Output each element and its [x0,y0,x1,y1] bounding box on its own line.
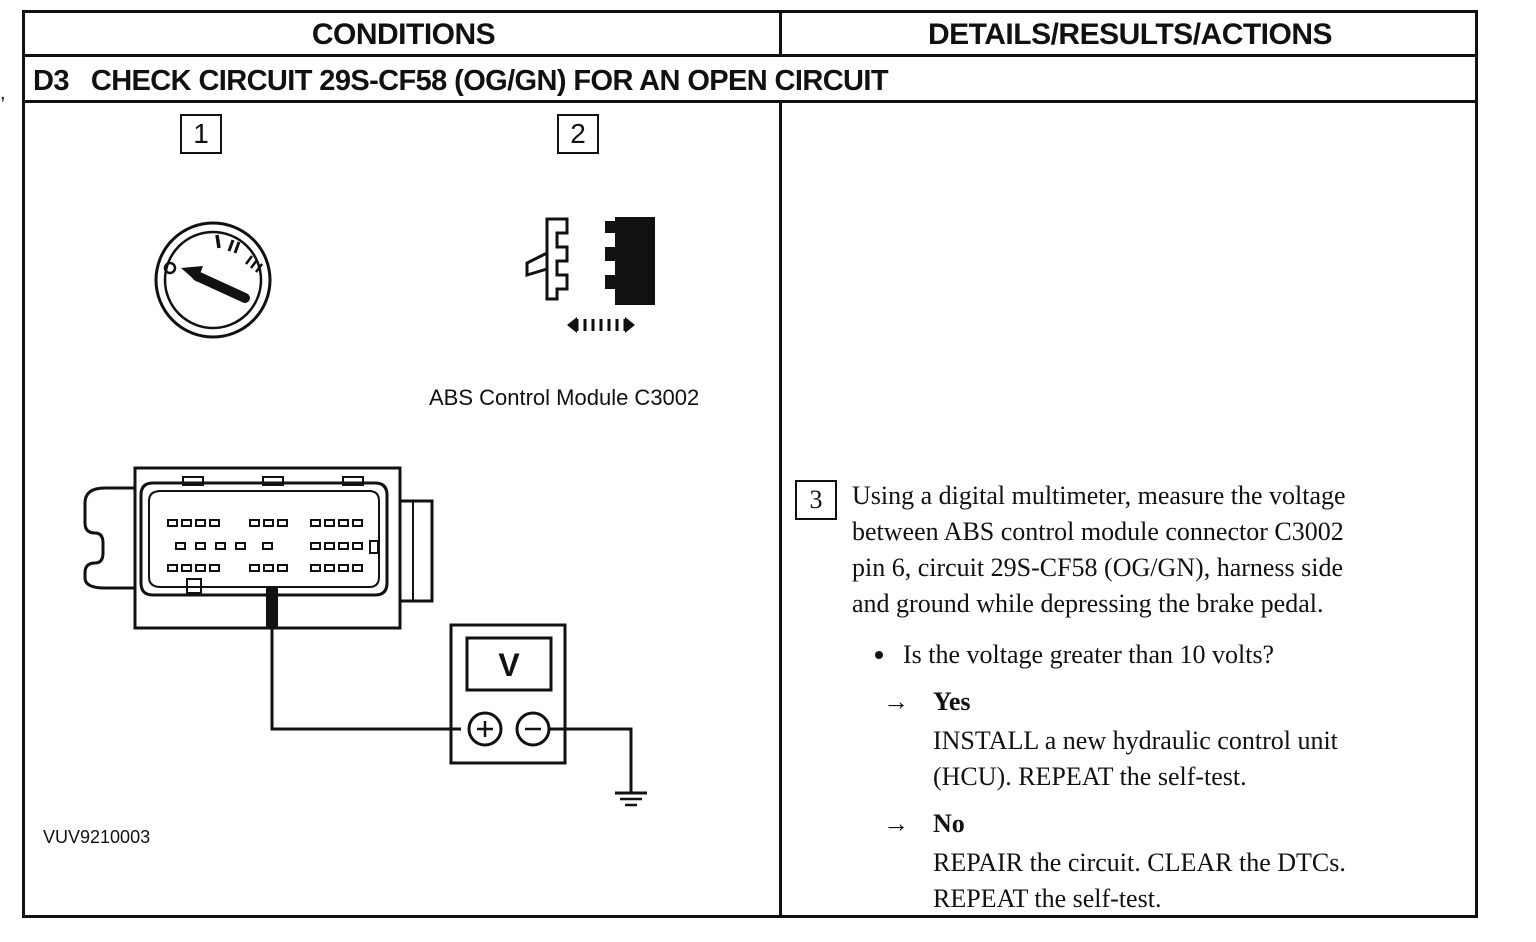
margin-tick: , [0,82,6,104]
step-title-text: CHECK CIRCUIT 29S-CF58 (OG/GN) FOR AN OP… [90,65,889,97]
question: Is the voltage greater than 10 volts? [875,637,1274,673]
instruction-text: Using a digital multimeter, measure the … [852,478,1346,622]
abs-connector-diagram: V [83,466,647,807]
instruction-line: between ABS control module connector C30… [852,517,1344,546]
bullet-icon [875,651,883,660]
title-divider [25,100,1475,103]
step-title: D3 CHECK CIRCUIT 29S-CF58 (OG/GN) FOR AN … [33,59,889,103]
connector-disconnect-icon [525,217,655,333]
figure-id: VUV9210003 [43,827,151,847]
arrow-right-icon: → [883,687,909,716]
header-conditions: CONDITIONS [311,18,496,51]
step-code: D3 [33,65,69,97]
header-column-divider [779,13,782,54]
instruction-line: pin 6, circuit 29S-CF58 (OG/GN), harness… [852,553,1344,582]
procedure-table: CONDITIONS DETAILS/RESULTS/ACTIONS D3 CHE… [22,10,1478,918]
result-yes-label: Yes [933,687,971,716]
column-divider [779,103,782,918]
step-3-box: 3 [795,480,837,520]
step-1-box: 1 [180,114,222,154]
header-details: DETAILS/RESULTS/ACTIONS [927,18,1333,51]
ignition-switch-icon [154,221,272,339]
result-line: REPAIR the circuit. CLEAR the DTCs. [933,848,1346,877]
result-no-label: No [933,809,965,838]
result-no-text: REPAIR the circuit. CLEAR the DTCs. REPE… [933,845,1346,917]
connector-label: ABS Control Module C3002 [429,385,700,410]
result-line: (HCU). REPEAT the self-test. [933,762,1247,791]
step-2-box: 2 [557,114,599,154]
result-line: INSTALL a new hydraulic control unit [933,726,1338,755]
instruction-line: and ground while depressing the brake pe… [852,589,1324,618]
result-line: REPEAT the self-test. [933,884,1162,913]
header-divider [25,54,1475,57]
meter-label: V [498,647,520,683]
result-yes-text: INSTALL a new hydraulic control unit (HC… [933,723,1338,795]
question-text: Is the voltage greater than 10 volts? [903,640,1275,669]
instruction-line: Using a digital multimeter, measure the … [852,481,1346,510]
arrow-right-icon: → [883,809,909,838]
